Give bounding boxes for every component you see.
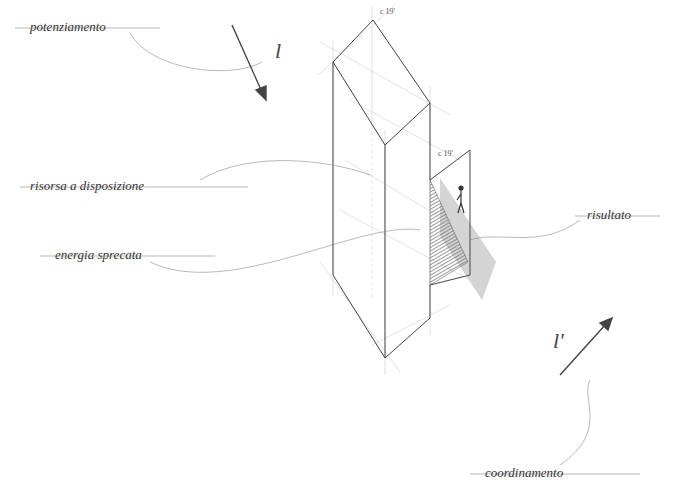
direction-arrows [232,25,612,375]
annotation-label: risultato [587,208,631,221]
angle-note: c 19' [380,8,395,16]
annotation-label: energia sprecata [55,248,142,261]
annotation-label: coordinamento [485,466,563,479]
vector-symbol: l' [553,330,564,352]
prism-outline [333,20,470,358]
angle-note: c 19' [438,150,453,158]
vector-symbol: l [275,40,281,62]
leader-lines [15,28,660,474]
annotation-label: potenziamento [30,20,106,33]
shadow [430,178,496,300]
person-figure [457,186,464,213]
annotation-label: risorsa a disposizione [30,179,144,192]
